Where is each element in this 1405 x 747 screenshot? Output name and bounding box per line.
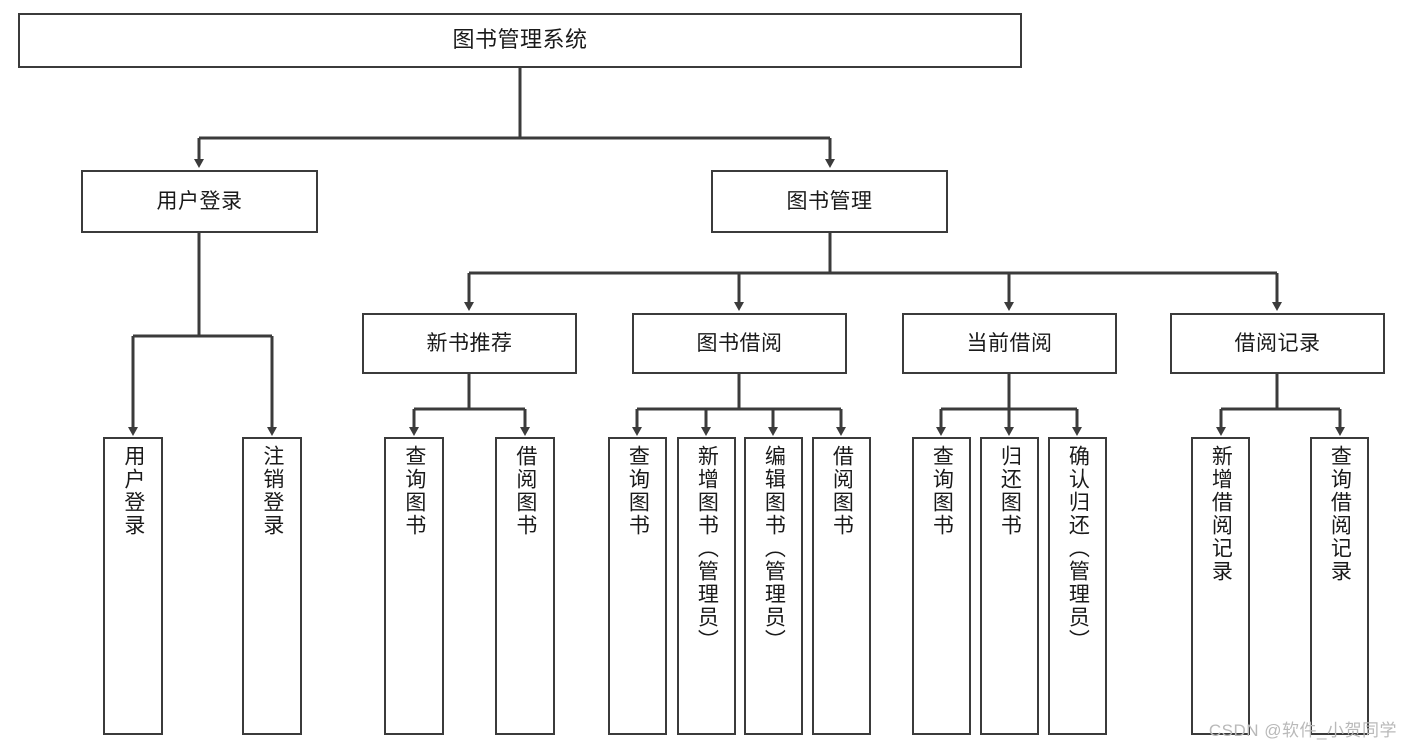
node-leaf-query-borrow-record[interactable]: 查询借阅记录 [1310,437,1369,735]
node-leaf-logout[interactable]: 注销登录 [242,437,302,735]
node-leaf-query-book-current[interactable]: 查询图书 [912,437,971,735]
node-label: 编辑图书（管理员） [762,445,786,652]
node-leaf-add-book-admin[interactable]: 新增图书（管理员） [677,437,736,735]
node-leaf-borrow-book-recommend[interactable]: 借阅图书 [495,437,555,735]
node-leaf-confirm-return-admin[interactable]: 确认归还（管理员） [1048,437,1107,735]
node-label: 查询图书 [402,445,426,537]
node-label: 查询借阅记录 [1328,445,1352,583]
node-leaf-query-book-recommend[interactable]: 查询图书 [384,437,444,735]
node-label: 借阅记录 [1234,331,1321,355]
node-leaf-return-book[interactable]: 归还图书 [980,437,1039,735]
node-label: 图书管理系统 [452,27,588,53]
node-label: 确认归还（管理员） [1066,445,1090,652]
node-leaf-add-borrow-record[interactable]: 新增借阅记录 [1191,437,1250,735]
node-label: 归还图书 [998,445,1022,537]
node-borrow-record[interactable]: 借阅记录 [1170,313,1385,374]
node-label: 用户登录 [121,445,145,537]
node-book-borrow[interactable]: 图书借阅 [632,313,847,374]
node-leaf-borrow-book[interactable]: 借阅图书 [812,437,871,735]
node-label: 借阅图书 [830,445,854,537]
node-root-system[interactable]: 图书管理系统 [18,13,1022,68]
node-leaf-edit-book-admin[interactable]: 编辑图书（管理员） [744,437,803,735]
node-label: 注销登录 [260,445,284,537]
node-label: 当前借阅 [966,331,1053,355]
node-current-borrow[interactable]: 当前借阅 [902,313,1117,374]
node-label: 借阅图书 [513,445,537,537]
node-leaf-query-book-borrow[interactable]: 查询图书 [608,437,667,735]
node-label: 查询图书 [930,445,954,537]
node-label: 新书推荐 [426,331,513,355]
node-label: 图书借阅 [696,331,783,355]
node-label: 用户登录 [156,189,243,213]
node-user-login[interactable]: 用户登录 [81,170,318,233]
node-label: 新增借阅记录 [1209,445,1233,583]
node-book-management[interactable]: 图书管理 [711,170,948,233]
node-label: 新增图书（管理员） [695,445,719,652]
node-label: 图书管理 [786,189,873,213]
node-new-book-recommend[interactable]: 新书推荐 [362,313,577,374]
node-leaf-user-login[interactable]: 用户登录 [103,437,163,735]
watermark-text: CSDN @软件_小贺同学 [1208,721,1397,740]
node-label: 查询图书 [626,445,650,537]
